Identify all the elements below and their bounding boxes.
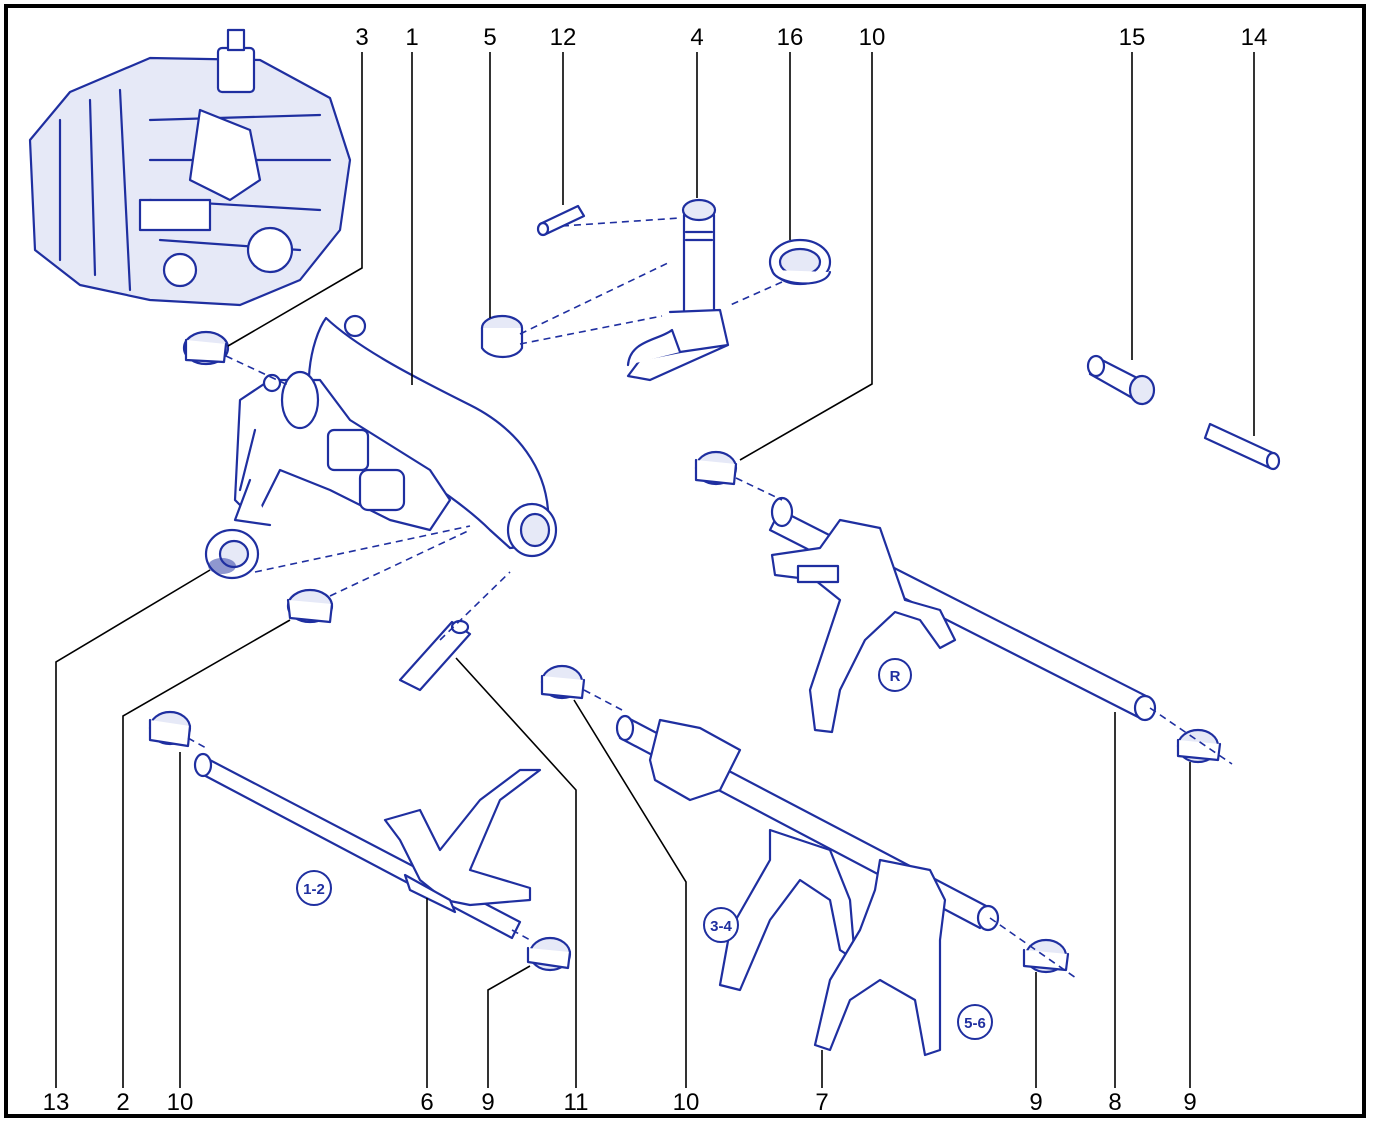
- callout-3: 3: [355, 24, 368, 51]
- callout-13: 13: [43, 1089, 70, 1116]
- callout-15: 15: [1119, 24, 1146, 51]
- callout-12: 12: [550, 24, 577, 51]
- callouts-top: 3 1 5 12 4 16 10 15 14: [355, 24, 1267, 51]
- callout-8: 8: [1108, 1089, 1121, 1116]
- bush-5: [480, 314, 524, 359]
- assembly-axes: [187, 217, 1233, 979]
- fork-tag-first-second: 1-2: [296, 870, 332, 906]
- bush-9-lower-left: [526, 936, 572, 972]
- callout-5: 5: [483, 24, 496, 51]
- callout-10-bottom-middle: 10: [673, 1089, 700, 1116]
- callout-9-left: 9: [481, 1089, 494, 1116]
- callout-4: 4: [690, 24, 703, 51]
- first-second-fork-rod: [193, 752, 542, 940]
- fork-tag-fifth-sixth-label: 5-6: [964, 1015, 986, 1032]
- bush-10-middle: [540, 664, 586, 700]
- bush-10-upper: [694, 450, 738, 486]
- bush-2: [286, 588, 334, 624]
- selector-finger-4: [626, 198, 730, 382]
- fork-tag-reverse-label: R: [890, 668, 901, 685]
- callout-11: 11: [564, 1089, 589, 1116]
- callout-2: 2: [116, 1089, 129, 1116]
- fork-tag-first-second-label: 1-2: [303, 881, 325, 898]
- leader-lines: [55, 52, 1255, 1088]
- bush-10-left: [148, 710, 192, 748]
- pin-14: [1203, 422, 1281, 471]
- reverse-fork-rod: [768, 496, 1157, 734]
- shift-arm-assembly: [233, 314, 558, 558]
- callout-6: 6: [420, 1089, 433, 1116]
- bush-3: [182, 330, 230, 366]
- seal-16: [768, 238, 832, 286]
- callout-14: 14: [1241, 24, 1268, 51]
- bush-9-middle: [1022, 938, 1070, 974]
- callout-7: 7: [815, 1089, 828, 1116]
- pin-12: [536, 204, 586, 237]
- callout-10-top: 10: [859, 24, 886, 51]
- fork-tag-third-fourth-label: 3-4: [710, 918, 732, 935]
- callouts-bottom: 13 2 10 6 9 11 10 7 9 8 9: [43, 1089, 1197, 1116]
- callout-9-middle: 9: [1029, 1089, 1042, 1116]
- callout-1: 1: [405, 24, 418, 51]
- sleeve-15: [1086, 354, 1156, 406]
- fork-tag-fifth-sixth: 5-6: [957, 1004, 993, 1040]
- gearbox-thumbnail: [28, 28, 352, 307]
- callout-16: 16: [777, 24, 804, 51]
- third-fourth-fifth-sixth-fork-rod: [615, 714, 1000, 1057]
- callout-9-right: 9: [1183, 1089, 1196, 1116]
- callout-10-bottom-left: 10: [167, 1089, 194, 1116]
- seal-13: [204, 528, 260, 580]
- fork-tag-reverse: R: [878, 658, 912, 692]
- bush-9-right: [1176, 728, 1222, 764]
- fork-tag-third-fourth: 3-4: [703, 907, 739, 943]
